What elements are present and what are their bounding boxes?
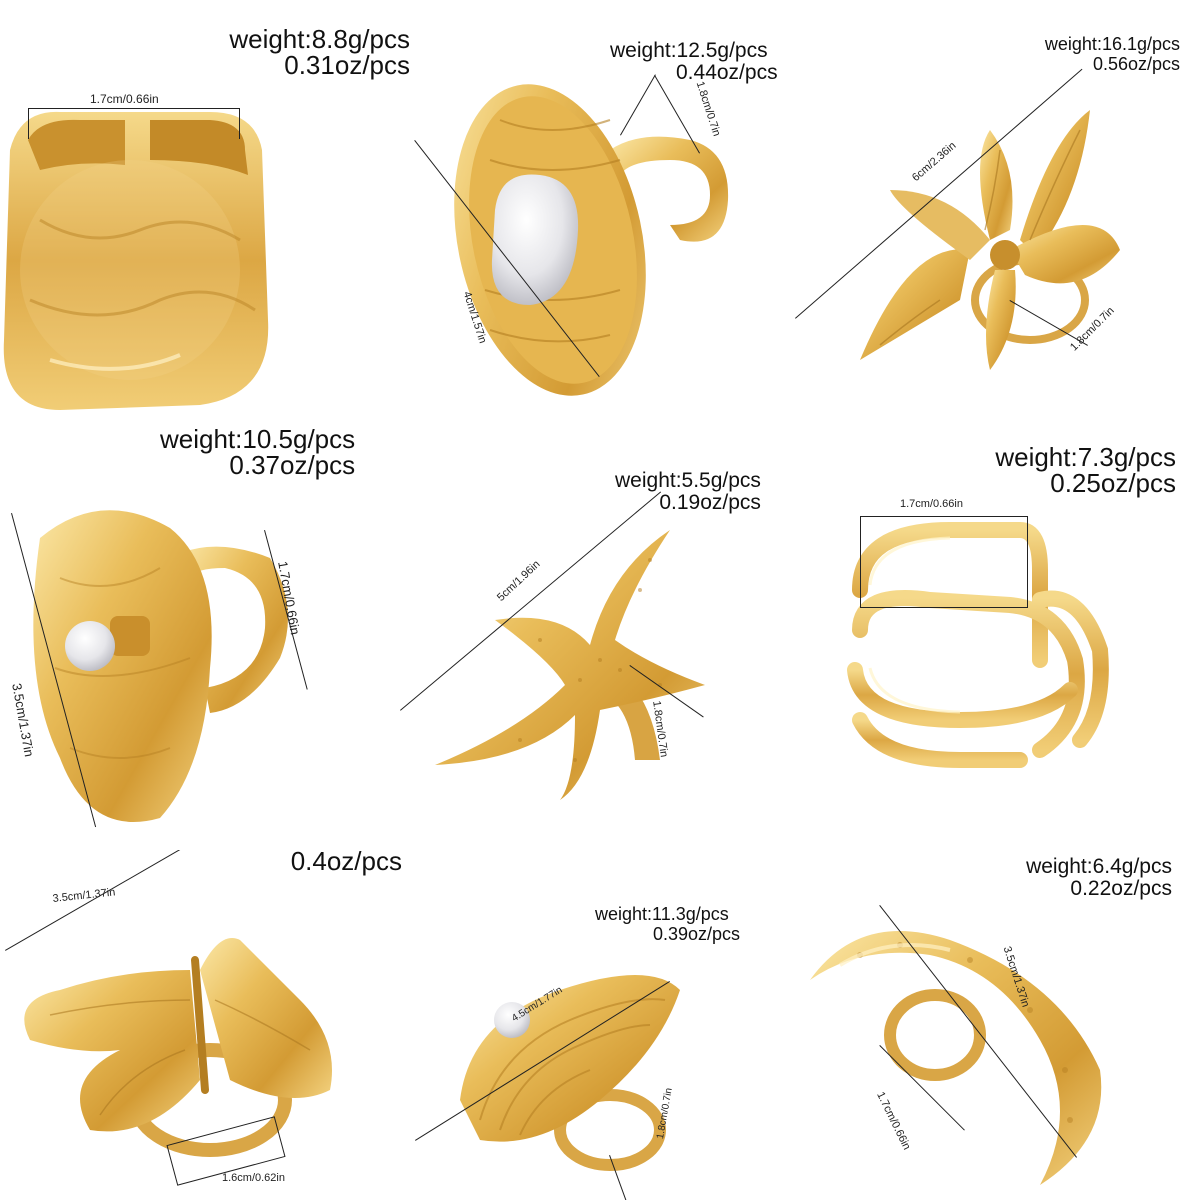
wide-band-ring-image (0, 0, 410, 418)
weight-label: weight:10.5g/pcs 0.37oz/pcs (160, 426, 355, 478)
orchid-ring-image (860, 110, 1120, 370)
weight-ounces: 0.56oz/pcs (1092, 54, 1180, 74)
product-crescent-moon: 3.5cm/1.37in 1.7cm/0.66in weight:6.4g/pc… (800, 850, 1200, 1200)
product-orchid-flower: 6cm/2.36in 1.8cm/0.7in weight:16.1g/pcs … (790, 0, 1200, 420)
weight-label: 0.4oz/pcs (291, 850, 402, 874)
product-wide-hammered-band: 1.7cm/0.66in weight:8.8g/pcs 0.31oz/pcs (0, 0, 410, 418)
butterfly-ring-image (24, 938, 332, 1157)
dimension-label: 1.7cm/0.66in (90, 92, 159, 106)
weight-label: weight:6.4g/pcs 0.22oz/pcs (1026, 856, 1172, 900)
weight-label: weight:5.5g/pcs 0.19oz/pcs (615, 470, 761, 514)
product-pearl-shell-disc: 4cm/1.57in 1.8cm/0.7in weight:12.5g/pcs … (410, 0, 805, 440)
weight-grams: weight:5.5g/pcs (615, 469, 761, 492)
weight-ounces: 0.39oz/pcs (653, 924, 741, 944)
crescent-moon-ring-image (810, 931, 1102, 1185)
weight-ounces: 0.4oz/pcs (290, 850, 402, 876)
weight-label: weight:11.3g/pcs 0.39oz/pcs (595, 904, 740, 944)
weight-grams: weight:10.5g/pcs (160, 424, 356, 454)
dimension-bracket (860, 516, 1028, 608)
pearl-wave-ring-image (460, 975, 680, 1171)
product-starfish: 5cm/1.96in 1.8cm/0.7in weight:5.5g/pcs 0… (400, 440, 800, 850)
weight-grams: weight:16.1g/pcs (1044, 34, 1180, 54)
weight-label: weight:7.3g/pcs 0.25oz/pcs (995, 444, 1176, 496)
weight-grams: weight:12.5g/pcs (610, 39, 768, 62)
product-butterfly: 3.5cm/1.37in 1.6cm/0.62in 0.4oz/pcs (0, 850, 410, 1200)
weight-grams: weight:6.4g/pcs (1026, 855, 1172, 878)
weight-ounces: 0.44oz/pcs (676, 61, 778, 84)
weight-label: weight:16.1g/pcs 0.56oz/pcs (1045, 34, 1180, 74)
product-pearl-lily-pad: 3.5cm/1.37in 1.7cm/0.66in weight:10.5g/p… (0, 418, 400, 850)
loop-wrap-ring-image (828, 480, 1188, 800)
weight-ounces: 0.37oz/pcs (229, 450, 356, 480)
lily-pad-ring-image (33, 510, 288, 822)
weight-grams: weight:7.3g/pcs (995, 442, 1176, 472)
weight-grams: weight:11.3g/pcs (595, 904, 729, 924)
dimension-label: 1.6cm/0.62in (222, 1172, 285, 1184)
product-pearl-wave-disc: 4.5cm/1.77in 1.8cm/0.7in weight:11.3g/pc… (410, 850, 800, 1200)
weight-label: weight:12.5g/pcs 0.44oz/pcs (610, 40, 778, 84)
weight-label: weight:8.8g/pcs 0.31oz/pcs (229, 26, 410, 78)
pearl-shell-ring-image (454, 84, 729, 396)
weight-ounces: 0.25oz/pcs (1050, 468, 1176, 498)
dimension-label: 1.7cm/0.66in (900, 498, 963, 510)
weight-ounces: 0.31oz/pcs (284, 50, 410, 80)
weight-ounces: 0.19oz/pcs (659, 491, 761, 514)
weight-grams: weight:8.8g/pcs (229, 24, 410, 54)
weight-ounces: 0.22oz/pcs (1070, 877, 1172, 900)
product-loop-wrap: 1.7cm/0.66in weight:7.3g/pcs 0.25oz/pcs (800, 420, 1200, 840)
dimension-bracket (28, 108, 240, 139)
